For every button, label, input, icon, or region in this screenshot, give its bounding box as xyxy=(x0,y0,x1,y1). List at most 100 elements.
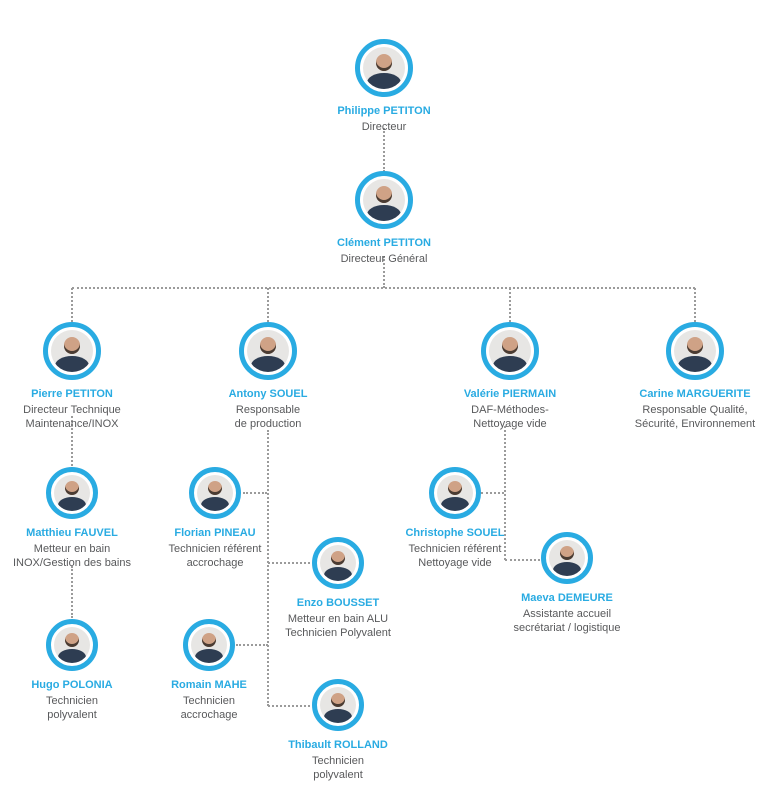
avatar xyxy=(355,171,413,229)
person-icon xyxy=(437,475,473,511)
connector-clement-drop xyxy=(383,256,385,288)
connector-drop-valerie xyxy=(509,288,511,322)
person-title: Assistante accueil secrétariat / logisti… xyxy=(487,607,647,636)
person-title: DAF-Méthodes- Nettoyage vide xyxy=(430,403,590,432)
connector-philippe-clement xyxy=(383,128,385,172)
connector-drop-antony xyxy=(267,288,269,322)
org-node-carine-marguerite: Carine MARGUERITE Responsable Qualité, S… xyxy=(615,322,768,431)
avatar xyxy=(189,467,241,519)
person-title: Technicien polyvalent xyxy=(258,754,418,783)
person-icon xyxy=(191,627,227,663)
person-title-line: Metteur en bain xyxy=(33,542,111,555)
org-node-christophe-souel: Christophe SOUEL Technicien référent Net… xyxy=(375,467,535,570)
person-name: Hugo POLONIA xyxy=(31,679,113,691)
org-node-romain-mahe: Romain MAHE Technicien accrochage xyxy=(129,619,289,722)
person-icon xyxy=(320,545,356,581)
person-title-line: Directeur Technique xyxy=(23,403,121,416)
connector-valerie-spine xyxy=(504,426,506,560)
person-title: Technicien accrochage xyxy=(129,694,289,723)
person-icon xyxy=(320,687,356,723)
person-title: Responsable Qualité, Sécurité, Environne… xyxy=(615,403,768,432)
avatar xyxy=(481,322,539,380)
connector-branch-enzo xyxy=(268,562,310,564)
person-title-line: Directeur Général xyxy=(340,252,428,265)
person-title-line: Directeur xyxy=(361,120,407,133)
person-name: Christophe SOUEL xyxy=(405,527,505,539)
avatar xyxy=(666,322,724,380)
person-name: Clément PETITON xyxy=(337,237,431,249)
person-icon xyxy=(197,475,233,511)
person-icon xyxy=(54,627,90,663)
person-icon xyxy=(363,47,405,89)
person-name: Valérie PIERMAIN xyxy=(463,388,557,400)
avatar xyxy=(312,537,364,589)
connector-branch-florian xyxy=(243,492,267,494)
org-node-thibault-rolland: Thibault ROLLAND Technicien polyvalent xyxy=(258,679,418,782)
org-node-matthieu-fauvel: Matthieu FAUVEL Metteur en bain INOX/Ges… xyxy=(0,467,152,570)
person-title-line: Technicien xyxy=(46,694,98,707)
person-title-line: accrochage xyxy=(186,557,244,570)
person-name: Romain MAHE xyxy=(171,679,247,691)
org-node-valerie-piermain: Valérie PIERMAIN DAF-Méthodes- Nettoyage… xyxy=(430,322,590,431)
connector-level3-spine xyxy=(72,287,695,289)
person-name: Matthieu FAUVEL xyxy=(26,527,118,539)
person-title-line: INOX/Gestion des bains xyxy=(12,557,131,570)
person-title-line: Responsable Qualité, xyxy=(642,403,748,416)
org-node-florian-pineau: Florian PINEAU Technicien référent accro… xyxy=(135,467,295,570)
person-title-line: de production xyxy=(234,418,302,431)
person-icon xyxy=(54,475,90,511)
person-title-line: Nettoyage vide xyxy=(473,418,547,431)
person-title: Responsable de production xyxy=(188,403,348,432)
avatar xyxy=(43,322,101,380)
person-title: Metteur en bain INOX/Gestion des bains xyxy=(0,542,152,571)
person-title: Directeur xyxy=(304,120,464,134)
connector-branch-christophe xyxy=(481,492,504,494)
connector-drop-pierre xyxy=(71,288,73,322)
person-title-line: Technicien référent xyxy=(168,542,262,555)
person-title-line: Technicien xyxy=(312,754,364,767)
person-title-line: DAF-Méthodes- xyxy=(471,403,549,416)
org-node-enzo-bousset: Enzo BOUSSET Metteur en bain ALU Technic… xyxy=(258,537,418,640)
person-name: Maeva DEMEURE xyxy=(521,592,613,604)
person-name: Thibault ROLLAND xyxy=(288,739,388,751)
avatar xyxy=(46,619,98,671)
person-title-line: Sécurité, Environnement xyxy=(634,418,756,431)
connector-branch-thibault xyxy=(268,705,310,707)
person-name: Enzo BOUSSET xyxy=(296,597,380,609)
person-title-line: Technicien Polyvalent xyxy=(285,627,391,640)
connector-matthieu-hugo xyxy=(71,566,73,618)
person-icon xyxy=(674,330,716,372)
connector-branch-romain xyxy=(236,644,268,646)
person-title: Technicien référent Nettoyage vide xyxy=(375,542,535,571)
avatar xyxy=(46,467,98,519)
connector-pierre-matthieu xyxy=(71,416,73,466)
person-title-line: Assistante accueil xyxy=(522,607,612,620)
org-node-maeva-demeure: Maeva DEMEURE Assistante accueil secréta… xyxy=(487,532,647,635)
person-icon xyxy=(489,330,531,372)
org-node-hugo-polonia: Hugo POLONIA Technicien polyvalent xyxy=(0,619,152,722)
person-title-line: Responsable xyxy=(235,403,301,416)
avatar xyxy=(541,532,593,584)
connector-antony-spine xyxy=(267,430,269,706)
org-node-antony-souel: Antony SOUEL Responsable de production xyxy=(188,322,348,431)
person-title-line: Technicien référent xyxy=(408,542,502,555)
person-icon xyxy=(51,330,93,372)
person-title: Directeur Technique Maintenance/INOX xyxy=(0,403,152,432)
person-name: Florian PINEAU xyxy=(174,527,256,539)
person-title-line: secrétariat / logistique xyxy=(513,622,621,635)
person-name: Carine MARGUERITE xyxy=(639,388,751,400)
person-title: Metteur en bain ALU Technicien Polyvalen… xyxy=(258,612,418,641)
avatar xyxy=(183,619,235,671)
person-icon xyxy=(549,540,585,576)
connector-branch-maeva xyxy=(505,559,540,561)
avatar xyxy=(312,679,364,731)
org-node-pierre-petiton: Pierre PETITON Directeur Technique Maint… xyxy=(0,322,152,431)
person-title: Technicien référent accrochage xyxy=(135,542,295,571)
person-title-line: Technicien xyxy=(183,694,235,707)
avatar xyxy=(355,39,413,97)
person-title-line: Metteur en bain ALU xyxy=(287,612,389,625)
person-title: Technicien polyvalent xyxy=(0,694,152,723)
person-name: Antony SOUEL xyxy=(228,388,308,400)
person-icon xyxy=(363,179,405,221)
person-title-line: Nettoyage vide xyxy=(418,557,492,570)
